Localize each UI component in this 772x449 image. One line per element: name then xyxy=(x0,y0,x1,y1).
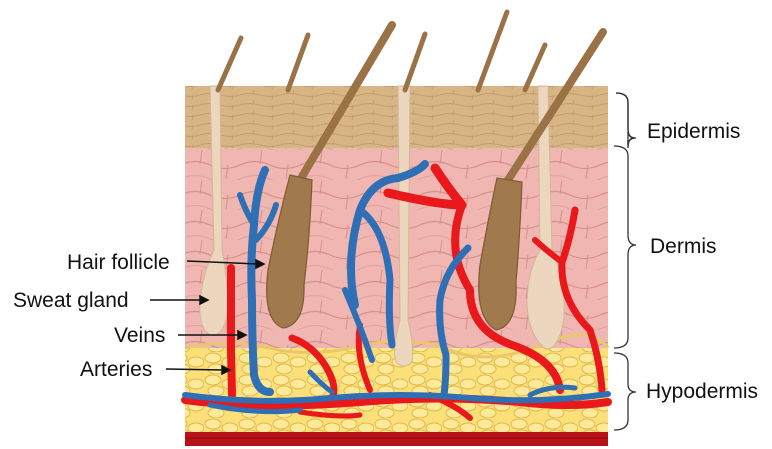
veins-label: Veins xyxy=(114,325,165,346)
sweat-gland-label: Sweat gland xyxy=(13,290,129,311)
hair-strands xyxy=(218,12,545,90)
dermis-label: Dermis xyxy=(650,236,717,257)
epidermis-label: Epidermis xyxy=(647,121,740,142)
arteries-arrow-line xyxy=(166,369,224,370)
hypodermis-label: Hypodermis xyxy=(646,381,758,402)
layer-brackets xyxy=(614,93,636,430)
arteries-label: Arteries xyxy=(80,359,152,380)
hair-follicle-label: Hair follicle xyxy=(67,252,170,273)
muscle-layer xyxy=(185,432,608,446)
